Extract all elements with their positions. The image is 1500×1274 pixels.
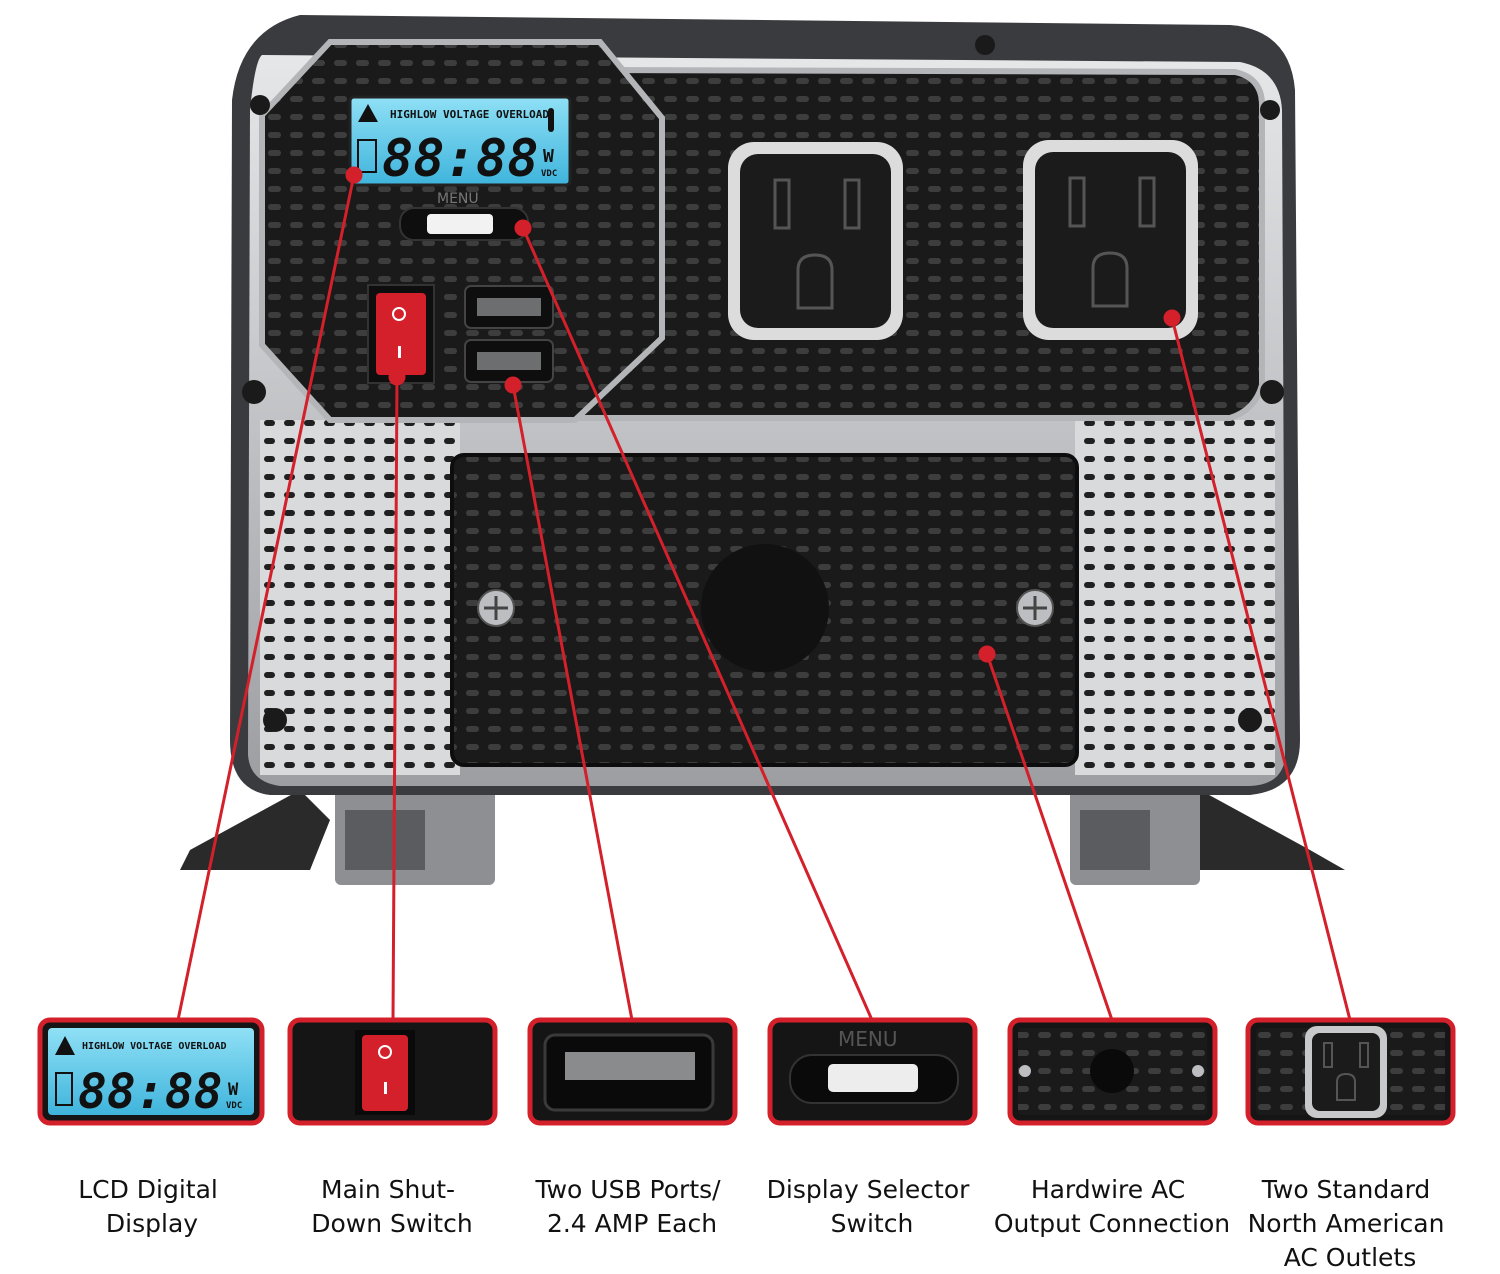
callout-lines bbox=[176, 166, 1352, 1021]
callout-label-lcd: LCD Digital Display bbox=[78, 1175, 226, 1238]
tile-menu-label: MENU bbox=[838, 1027, 898, 1051]
corner-screw bbox=[1260, 100, 1280, 120]
detail-tile-menu: MENU bbox=[767, 1017, 978, 1126]
usb-port-top[interactable] bbox=[464, 285, 554, 329]
detail-tile-usb bbox=[527, 1017, 738, 1126]
tile-lcd-header: HIGHLOW VOLTAGE OVERLOAD bbox=[82, 1041, 227, 1052]
callout-line-menu bbox=[521, 227, 874, 1021]
callout-dot-hardwire bbox=[978, 645, 996, 663]
corner-screw bbox=[263, 708, 287, 732]
callout-dot-menu bbox=[514, 219, 532, 237]
menu-label: MENU bbox=[437, 191, 479, 207]
corner-screw bbox=[975, 35, 995, 55]
lcd-header-text: HIGHLOW VOLTAGE OVERLOAD bbox=[390, 108, 549, 121]
right-mounting-foot bbox=[1170, 790, 1345, 870]
ac-outlet-left[interactable] bbox=[728, 142, 903, 340]
corner-screw bbox=[242, 380, 266, 404]
side-vent-left bbox=[260, 420, 460, 775]
callout-label-hardwire: Hardwire AC Output Connection bbox=[994, 1175, 1230, 1238]
tile-lcd-unit-vdc: VDC bbox=[226, 1101, 242, 1111]
detail-tile-outlets bbox=[1245, 1017, 1456, 1126]
corner-screw bbox=[1238, 708, 1262, 732]
callout-line-hardwire bbox=[985, 653, 1114, 1021]
callout-labels: LCD Digital Display Main Shut- Down Swit… bbox=[78, 1175, 1453, 1272]
lcd-unit-w: W bbox=[543, 146, 554, 167]
power-switch[interactable] bbox=[367, 284, 435, 384]
callout-line-outlets bbox=[1170, 317, 1352, 1021]
callout-label-switch: Main Shut- Down Switch bbox=[311, 1175, 472, 1238]
thermometer-icon bbox=[548, 108, 554, 132]
hardwire-knockout bbox=[701, 544, 829, 672]
detail-tile-switch bbox=[287, 1017, 498, 1126]
tile-lcd-digits: 88:88 bbox=[78, 1064, 223, 1120]
detail-tile-lcd: HIGHLOW VOLTAGE OVERLOAD 88:88 W VDC bbox=[37, 1017, 265, 1126]
screw-right bbox=[1016, 589, 1054, 627]
left-mounting-foot bbox=[180, 790, 330, 870]
callout-line-lcd bbox=[176, 174, 356, 1021]
lcd-display: HIGHLOW VOLTAGE OVERLOAD 88:88 W VDC bbox=[348, 95, 572, 189]
lcd-unit-vdc: VDC bbox=[541, 169, 557, 179]
callout-label-menu: Display Selector Switch bbox=[767, 1175, 978, 1238]
menu-button[interactable]: MENU bbox=[399, 191, 529, 241]
callout-label-usb: Two USB Ports/ 2.4 AMP Each bbox=[534, 1175, 728, 1238]
callout-dot-usb bbox=[504, 376, 522, 394]
detail-tile-hardwire bbox=[1007, 1017, 1218, 1126]
usb-port-bottom[interactable] bbox=[464, 339, 554, 383]
screw-left bbox=[477, 589, 515, 627]
corner-screw bbox=[1260, 380, 1284, 404]
corner-screw bbox=[250, 95, 270, 115]
callout-dot-switch bbox=[388, 368, 406, 386]
callout-dot-outlets bbox=[1163, 309, 1181, 327]
lcd-digits: 88:88 bbox=[382, 129, 539, 189]
ac-outlet-right[interactable] bbox=[1023, 140, 1198, 340]
callout-line-switch bbox=[391, 376, 399, 1021]
callout-label-outlets: Two Standard North American AC Outlets bbox=[1248, 1175, 1453, 1272]
callout-line-usb bbox=[511, 384, 634, 1021]
callout-dot-lcd bbox=[345, 166, 363, 184]
power-inverter: HIGHLOW VOLTAGE OVERLOAD 88:88 W VDC MEN… bbox=[180, 15, 1345, 885]
tile-lcd-unit-w: W bbox=[228, 1080, 239, 1100]
